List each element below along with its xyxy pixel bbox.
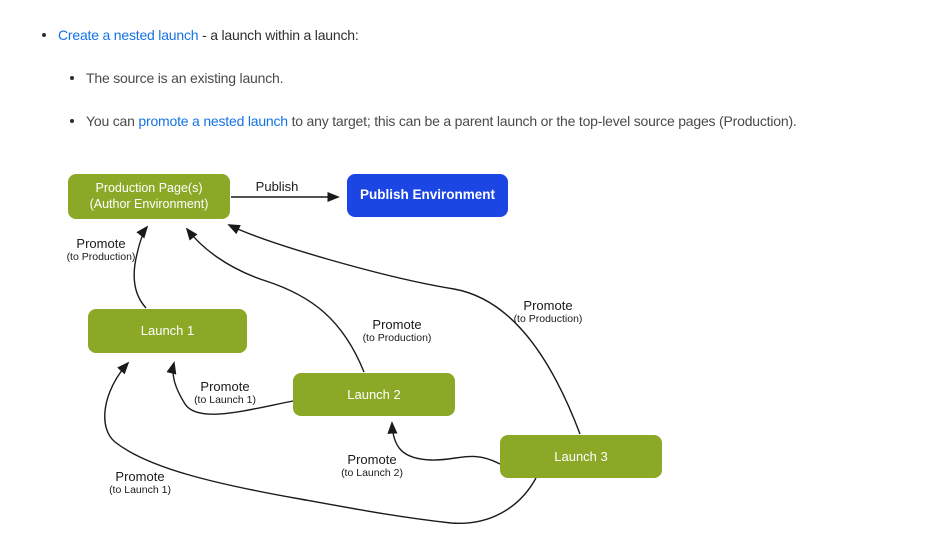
node-label: Launch 3 <box>554 448 608 464</box>
node-label: Launch 2 <box>347 386 401 402</box>
node-launch-2: Launch 2 <box>293 373 455 416</box>
bullet-item-create-nested-launch: Create a nested launch - a launch within… <box>42 27 359 43</box>
edge-launch1-to-production <box>133 225 149 309</box>
create-nested-launch-link[interactable]: Create a nested launch <box>58 27 199 43</box>
bullet-item-text: The source is an existing launch. <box>86 70 284 86</box>
edge-launch3-to-production <box>227 224 581 435</box>
bullet-item-promote-nested-launch: You can promote a nested launch to any t… <box>70 113 797 129</box>
bullet-item-text: - a launch within a launch: <box>198 27 359 43</box>
node-label-line2: (Author Environment) <box>89 196 209 211</box>
node-label: Launch 1 <box>140 323 195 339</box>
node-label-line1: Production Page(s) <box>95 181 203 196</box>
node-launch-3: Launch 3 <box>500 435 662 478</box>
bullet-marker <box>70 76 74 80</box>
bullet-item-text: You can <box>86 113 139 129</box>
bullet-item-text: to any target; this can be a parent laun… <box>287 113 797 129</box>
bullet-marker <box>42 33 46 37</box>
edge-launch3-to-launch1 <box>104 361 537 525</box>
edge-launch2-to-launch1 <box>166 361 294 415</box>
promote-nested-launch-link[interactable]: promote a nested launch <box>138 113 288 129</box>
bullet-marker <box>70 119 74 123</box>
node-publish-environment: Publish Environment <box>347 174 508 217</box>
edge-launch2-to-production <box>185 227 365 373</box>
edge-launch3-to-launch2 <box>387 421 501 465</box>
node-launch-1: Launch 1 <box>88 309 247 353</box>
bullet-item-source-existing-launch: The source is an existing launch. <box>70 70 284 86</box>
node-label: Publish Environment <box>359 187 495 203</box>
node-production-pages: Production Page(s) (Author Environment) <box>68 174 230 219</box>
